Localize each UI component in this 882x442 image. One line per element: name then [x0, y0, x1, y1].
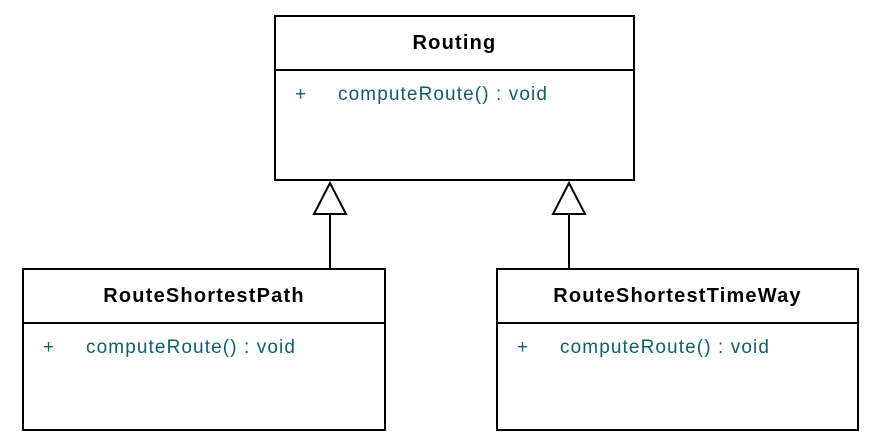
method-item: + computeRoute() : void	[517, 337, 857, 359]
visibility-symbol: +	[43, 337, 56, 358]
generalization-triangle-icon	[312, 180, 348, 215]
visibility-symbol: +	[517, 337, 530, 358]
class-name: Routing	[276, 17, 633, 71]
method-item: + computeRoute() : void	[43, 337, 384, 359]
method-signature: computeRoute() : void	[338, 84, 549, 105]
method-signature: computeRoute() : void	[86, 337, 297, 358]
methods-compartment: + computeRoute() : void	[498, 324, 857, 359]
methods-compartment: + computeRoute() : void	[276, 71, 633, 106]
visibility-symbol: +	[295, 84, 308, 105]
class-box-routing: Routing + computeRoute() : void	[274, 15, 635, 181]
generalization-triangle-icon	[551, 180, 587, 215]
methods-compartment: + computeRoute() : void	[24, 324, 384, 359]
generalization-arrow-left	[312, 180, 348, 269]
class-box-route-shortest-path: RouteShortestPath + computeRoute() : voi…	[22, 268, 386, 431]
class-name: RouteShortestPath	[24, 270, 384, 324]
class-box-route-shortest-time-way: RouteShortestTimeWay + computeRoute() : …	[496, 268, 859, 431]
class-name: RouteShortestTimeWay	[498, 270, 857, 324]
generalization-arrow-right	[551, 180, 587, 269]
method-signature: computeRoute() : void	[560, 337, 771, 358]
method-item: + computeRoute() : void	[295, 84, 633, 106]
